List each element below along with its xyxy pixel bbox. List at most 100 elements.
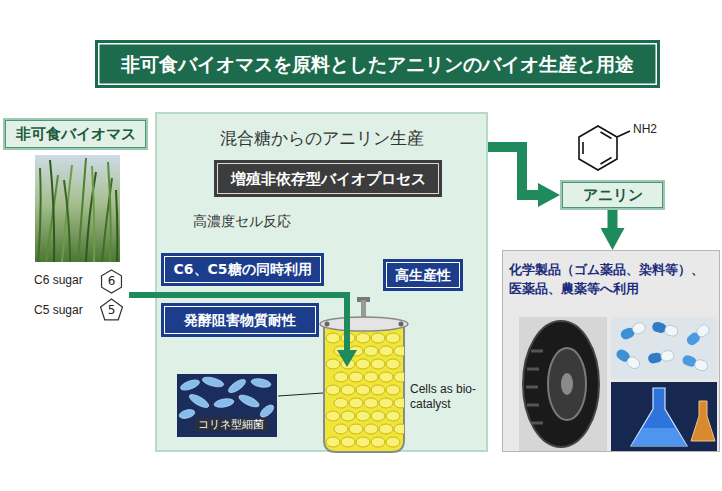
leader-line (278, 393, 323, 396)
cell (394, 424, 408, 434)
cell (349, 372, 363, 382)
cell (364, 398, 378, 408)
cell (356, 411, 370, 421)
sugar-number: 6 (108, 274, 116, 288)
bacterium (213, 397, 234, 408)
photo-ground (35, 155, 120, 262)
cell (371, 359, 385, 369)
text-slot: 高濃度セル反応 (193, 213, 291, 230)
cell (364, 372, 378, 382)
cell (371, 333, 385, 343)
cell (356, 333, 370, 343)
node-text: アニリン (583, 186, 643, 204)
feature-box: C6、C5糖の同時利用 (161, 253, 324, 286)
bacterium (179, 378, 201, 392)
cell (364, 346, 378, 356)
flask (691, 401, 715, 441)
feature-box: 高生産性 (383, 259, 463, 291)
tire (523, 321, 599, 447)
cell (349, 398, 363, 408)
tire-rim (548, 348, 586, 420)
benzene-ring (579, 126, 617, 170)
bacterium (201, 375, 224, 388)
cell (364, 424, 378, 434)
capsule (651, 321, 679, 337)
cell (371, 411, 385, 421)
double-bond (601, 132, 612, 139)
grass-blade (116, 190, 117, 262)
flow-arrow (608, 210, 618, 228)
bacterium (258, 403, 275, 419)
cell (394, 346, 408, 356)
cell (326, 359, 340, 369)
cell (379, 346, 393, 356)
cell (356, 385, 370, 395)
process-box: 増殖非依存型バイオプロセス (214, 160, 442, 197)
bacterium (237, 393, 260, 410)
panel-subheading: 高濃度セル反応 (193, 213, 291, 230)
grass-blade (50, 160, 54, 262)
amine-group: NH2 (633, 122, 657, 136)
bacterium (250, 377, 271, 388)
title-banner: 非可食バイオマスを原料としたアニリンのバイオ生産と用途 (95, 40, 660, 88)
node-text: 増殖非依存型バイオプロセス (231, 170, 426, 188)
cell (379, 424, 393, 434)
cell (371, 385, 385, 395)
amine-bond (617, 131, 630, 137)
source-box: 非可食バイオマス (3, 118, 148, 150)
flow-arrow (488, 147, 538, 195)
cell (379, 398, 393, 408)
cell (349, 424, 363, 434)
feature-box: 発酵阻害物質耐性 (161, 303, 319, 337)
cell (386, 359, 400, 369)
cell (341, 385, 355, 395)
label-slot: コリネ型細菌 (195, 418, 267, 431)
cell (371, 437, 385, 447)
outline-shape (102, 270, 122, 293)
node-text: C6、C5糖の同時利用 (173, 261, 311, 278)
lid-bolt (325, 322, 330, 327)
label-slot: Cells as bio-catalyst (410, 382, 486, 412)
grass-blade (78, 158, 86, 262)
application-box: 化学製品（ゴム薬品、染料等）、医薬品、農薬等へ利用 (502, 250, 720, 452)
cell (394, 398, 408, 408)
cell (334, 424, 348, 434)
node-text: 高生産性 (395, 267, 451, 284)
grass-blade (38, 168, 41, 262)
capsule (614, 347, 641, 370)
photo-ground (177, 374, 277, 437)
grass-blade (92, 166, 94, 262)
photo-ground (519, 317, 607, 451)
sugar-label: C5 sugar (34, 303, 83, 317)
photo-ground (611, 317, 717, 379)
outline-shape (101, 299, 123, 320)
flask-liquid (631, 428, 687, 446)
double-bond (601, 158, 612, 165)
catalyst-note: Cells as bio-catalyst (410, 382, 486, 412)
cell (326, 437, 340, 447)
cell (386, 411, 400, 421)
photo-caption: コリネ型細菌 (195, 418, 267, 431)
sugar-feed-line (129, 295, 347, 352)
reactor (320, 297, 408, 452)
node-text: 非可食バイオマス (16, 125, 136, 143)
cell (386, 437, 400, 447)
capsule (685, 323, 711, 347)
vessel-lid (320, 317, 408, 331)
grass-blade (108, 162, 111, 262)
label-slot: NH2 (633, 122, 657, 136)
tire-photo (519, 317, 607, 451)
product-box: アニリン (560, 180, 665, 210)
capsule (619, 321, 647, 341)
photo-ground (611, 382, 717, 451)
cell (356, 437, 370, 447)
capsule-photo (611, 317, 717, 379)
vessel-body (324, 326, 404, 452)
cell (326, 385, 340, 395)
cell (386, 333, 400, 343)
sugar-number: 5 (108, 303, 116, 317)
cell (326, 333, 340, 343)
cell (386, 385, 400, 395)
grass-blade (64, 180, 70, 262)
